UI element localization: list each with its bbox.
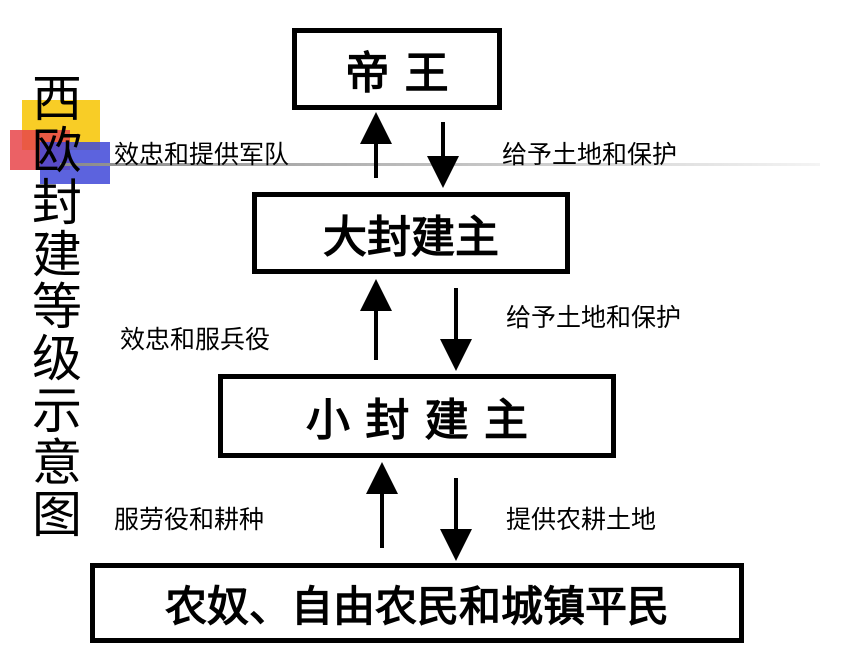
labor-farming-label: 服劳役和耕种 xyxy=(114,505,265,534)
minor-lord-label: 小 封 建 主 xyxy=(306,395,528,446)
emperor-label: 帝 王 xyxy=(345,48,449,99)
farmland-label: 提供农耕土地 xyxy=(506,505,657,534)
land-protection-label-middle: 给予土地和保护 xyxy=(506,303,682,332)
land-protection-label-top: 给予土地和保护 xyxy=(502,140,678,169)
loyalty-troops-label: 效忠和提供军队 xyxy=(114,140,290,169)
minor-lord-box: 小 封 建 主 xyxy=(218,374,616,458)
peasants-label: 农奴、自由农民和城镇平民 xyxy=(164,581,669,631)
loyalty-service-label: 效忠和服兵役 xyxy=(120,325,271,354)
great-lord-box: 大封建主 xyxy=(252,192,570,274)
peasants-box: 农奴、自由农民和城镇平民 xyxy=(90,563,744,643)
emperor-box: 帝 王 xyxy=(292,28,502,110)
great-lord-label: 大封建主 xyxy=(323,212,499,263)
diagram-title: 西欧封建等级示意图 xyxy=(24,72,82,540)
